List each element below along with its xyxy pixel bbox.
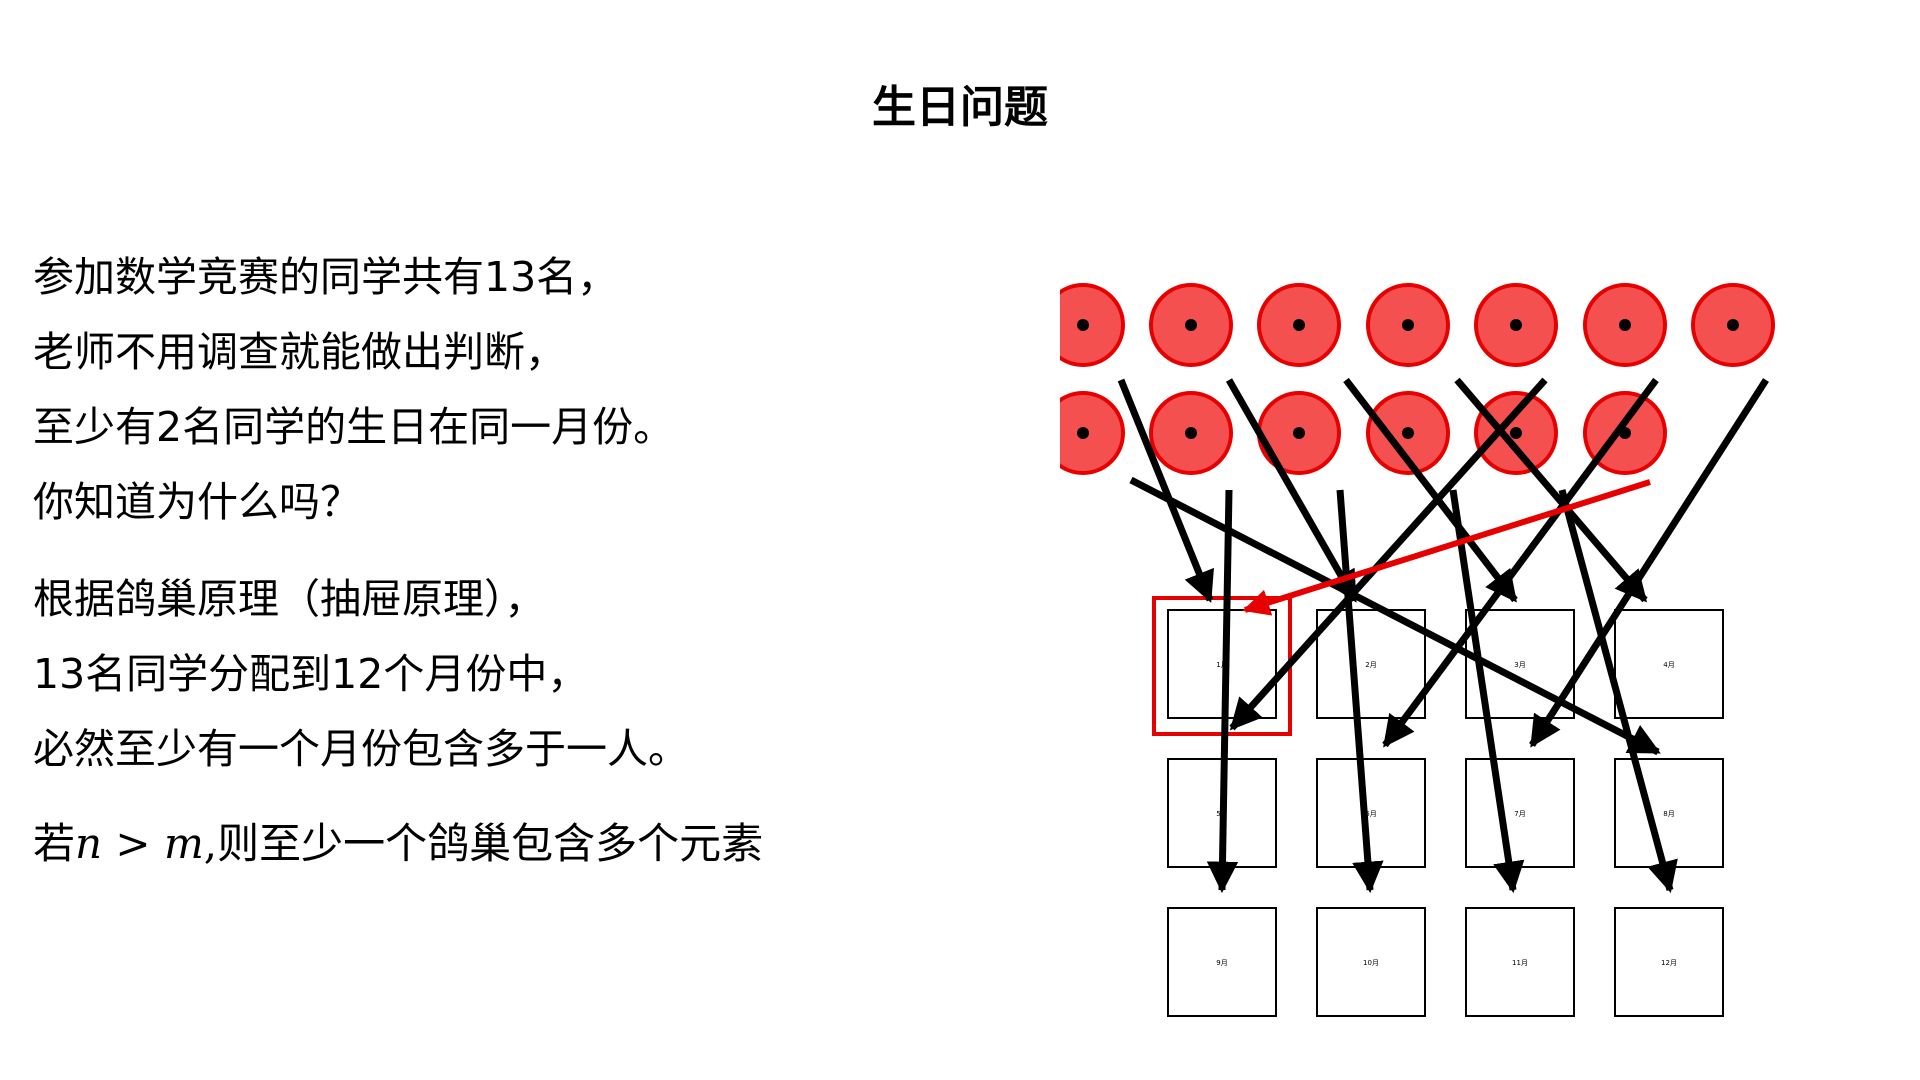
month-box bbox=[1465, 907, 1575, 1017]
text-line: 老师不用调查就能做出判断， bbox=[33, 328, 566, 376]
assignment-arrow bbox=[1529, 378, 1769, 748]
assignment-arrow bbox=[1449, 489, 1525, 894]
formula-math: n > m bbox=[75, 819, 204, 868]
principle-formula: 若n > m,则至少一个鸽巢包含多个元素 bbox=[33, 809, 873, 879]
pigeon-dot bbox=[1185, 427, 1197, 439]
pigeon-dot bbox=[1077, 427, 1089, 439]
text-line: 你知道为什么吗？ bbox=[33, 478, 361, 526]
text-line: 13名同学分配到12个月份中， bbox=[33, 650, 589, 698]
pigeonhole-diagram: 1月2月3月4月5月6月7月8月9月10月11月12月 bbox=[1060, 283, 1775, 1017]
formula-suffix: ,则至少一个鸽巢包含多个元素 bbox=[203, 819, 764, 868]
pigeon bbox=[1474, 391, 1558, 475]
slide-title: 生日问题 bbox=[872, 82, 1048, 133]
assignment-arrows bbox=[1117, 377, 1769, 894]
pigeon-dot bbox=[1510, 319, 1522, 331]
pigeon-dot bbox=[1293, 427, 1305, 439]
month-box bbox=[1316, 907, 1426, 1017]
pigeon bbox=[1257, 283, 1341, 367]
pigeon bbox=[1257, 391, 1341, 475]
explanation-text: 参加数学竞赛的同学共有13名， 老师不用调查就能做出判断， 至少有2名同学的生日… bbox=[33, 240, 873, 879]
month-box bbox=[1465, 758, 1575, 868]
pigeon bbox=[1149, 283, 1233, 367]
pigeons bbox=[1060, 283, 1775, 475]
assignment-arrow bbox=[1117, 378, 1214, 603]
answer-paragraph: 根据鸽巢原理（抽屉原理）， 13名同学分配到12个月份中， 必然至少有一个月份包… bbox=[33, 562, 873, 787]
formula-prefix: 若 bbox=[33, 819, 76, 868]
pigeon-dot bbox=[1293, 319, 1305, 331]
month-box bbox=[1316, 609, 1426, 719]
assignment-arrow bbox=[1129, 476, 1661, 756]
month-box bbox=[1167, 907, 1277, 1017]
pigeon bbox=[1583, 283, 1667, 367]
month-label: 8月 bbox=[1663, 810, 1674, 818]
text-line: 必然至少有一个月份包含多于一人。 bbox=[33, 725, 689, 773]
assignment-arrow bbox=[1343, 377, 1518, 603]
problem-paragraph: 参加数学竞赛的同学共有13名， 老师不用调查就能做出判断， 至少有2名同学的生日… bbox=[33, 240, 873, 540]
month-label: 3月 bbox=[1514, 661, 1525, 669]
pigeon-dot bbox=[1727, 319, 1739, 331]
month-label: 11月 bbox=[1512, 959, 1528, 967]
month-box bbox=[1614, 907, 1724, 1017]
month-label: 9月 bbox=[1216, 959, 1227, 967]
assignment-arrow bbox=[1336, 489, 1384, 894]
pigeon bbox=[1060, 391, 1125, 475]
month-label: 10月 bbox=[1363, 959, 1379, 967]
pigeon-circle bbox=[1060, 391, 1125, 475]
month-label: 1月 bbox=[1216, 661, 1227, 669]
assignment-arrow bbox=[1225, 378, 1359, 603]
pigeon bbox=[1366, 283, 1450, 367]
pigeon-dot bbox=[1619, 319, 1631, 331]
month-label: 2月 bbox=[1365, 661, 1376, 669]
month-box bbox=[1614, 609, 1724, 719]
month-boxes: 1月2月3月4月5月6月7月8月9月10月11月12月 bbox=[1152, 596, 1724, 1017]
assignment-arrow bbox=[1229, 377, 1548, 731]
assignment-arrow bbox=[1454, 377, 1648, 603]
pigeon bbox=[1366, 391, 1450, 475]
pigeon bbox=[1060, 283, 1125, 367]
pigeon-dot bbox=[1185, 319, 1197, 331]
pigeon bbox=[1149, 391, 1233, 475]
month-box bbox=[1316, 758, 1426, 868]
pigeon bbox=[1474, 283, 1558, 367]
pigeon-dot bbox=[1402, 319, 1414, 331]
assignment-arrow bbox=[1558, 489, 1678, 894]
pigeon-circle bbox=[1060, 283, 1125, 367]
extra-pigeon-arrow bbox=[1242, 479, 1651, 616]
text-line: 根据鸽巢原理（抽屉原理）， bbox=[33, 575, 546, 623]
month-label: 7月 bbox=[1514, 810, 1525, 818]
month-box bbox=[1614, 758, 1724, 868]
month-label: 4月 bbox=[1663, 661, 1674, 669]
pigeon-dot bbox=[1077, 319, 1089, 331]
assignment-arrow bbox=[1382, 377, 1659, 748]
pigeon bbox=[1691, 283, 1775, 367]
month-label: 6月 bbox=[1365, 810, 1376, 818]
assignment-arrow bbox=[1206, 489, 1239, 894]
text-line: 参加数学竞赛的同学共有13名， bbox=[33, 253, 619, 301]
pigeon-dot bbox=[1510, 427, 1522, 439]
month-label: 12月 bbox=[1661, 959, 1677, 967]
pigeon-dot bbox=[1402, 427, 1414, 439]
text-line: 至少有2名同学的生日在同一月份。 bbox=[33, 403, 675, 451]
